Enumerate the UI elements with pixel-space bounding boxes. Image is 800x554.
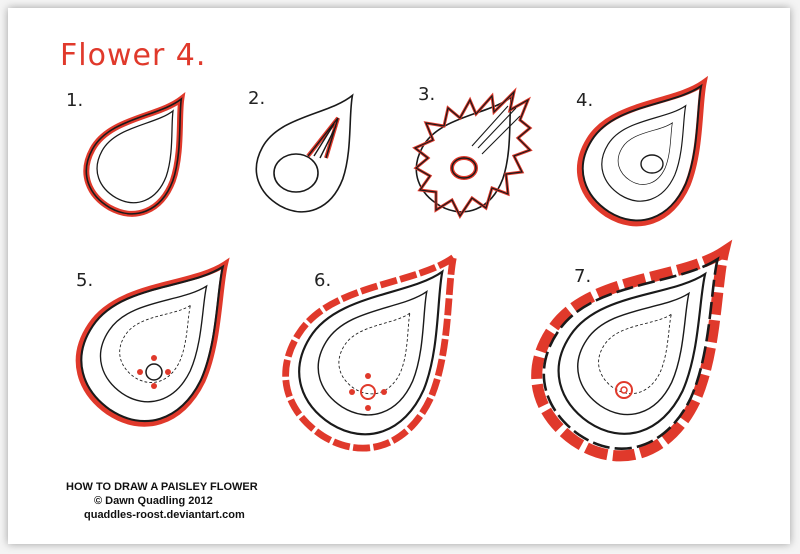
credits-title: HOW TO DRAW A PAISLEY FLOWER (66, 481, 258, 493)
step-1-drawing (83, 91, 186, 217)
paisley-illustration (75, 75, 733, 462)
step-6-drawing (282, 249, 459, 452)
step-3-drawing (412, 87, 533, 219)
step-number-3: 3. (418, 84, 436, 105)
step-number-4: 4. (576, 90, 594, 111)
step-number-1: 1. (66, 90, 84, 111)
step-number-7: 7. (574, 266, 592, 287)
step-number-5: 5. (76, 270, 94, 291)
credits-copyright: © Dawn Quadling 2012 (94, 495, 213, 507)
paper-card: Flower 4. 1. 2. 3. 4. 5. 6. 7. (8, 8, 790, 544)
credits-url: quaddles-roost.deviantart.com (84, 509, 245, 521)
step-5-drawing (75, 257, 230, 427)
step-number-2: 2. (248, 88, 266, 109)
step-4-drawing (577, 75, 709, 227)
page-title: Flower 4. (60, 38, 207, 73)
step-2-drawing (255, 93, 354, 213)
step-7-drawing (531, 239, 733, 462)
credits-block: HOW TO DRAW A PAISLEY FLOWER © Dawn Quad… (66, 480, 258, 522)
step-number-6: 6. (314, 270, 332, 291)
